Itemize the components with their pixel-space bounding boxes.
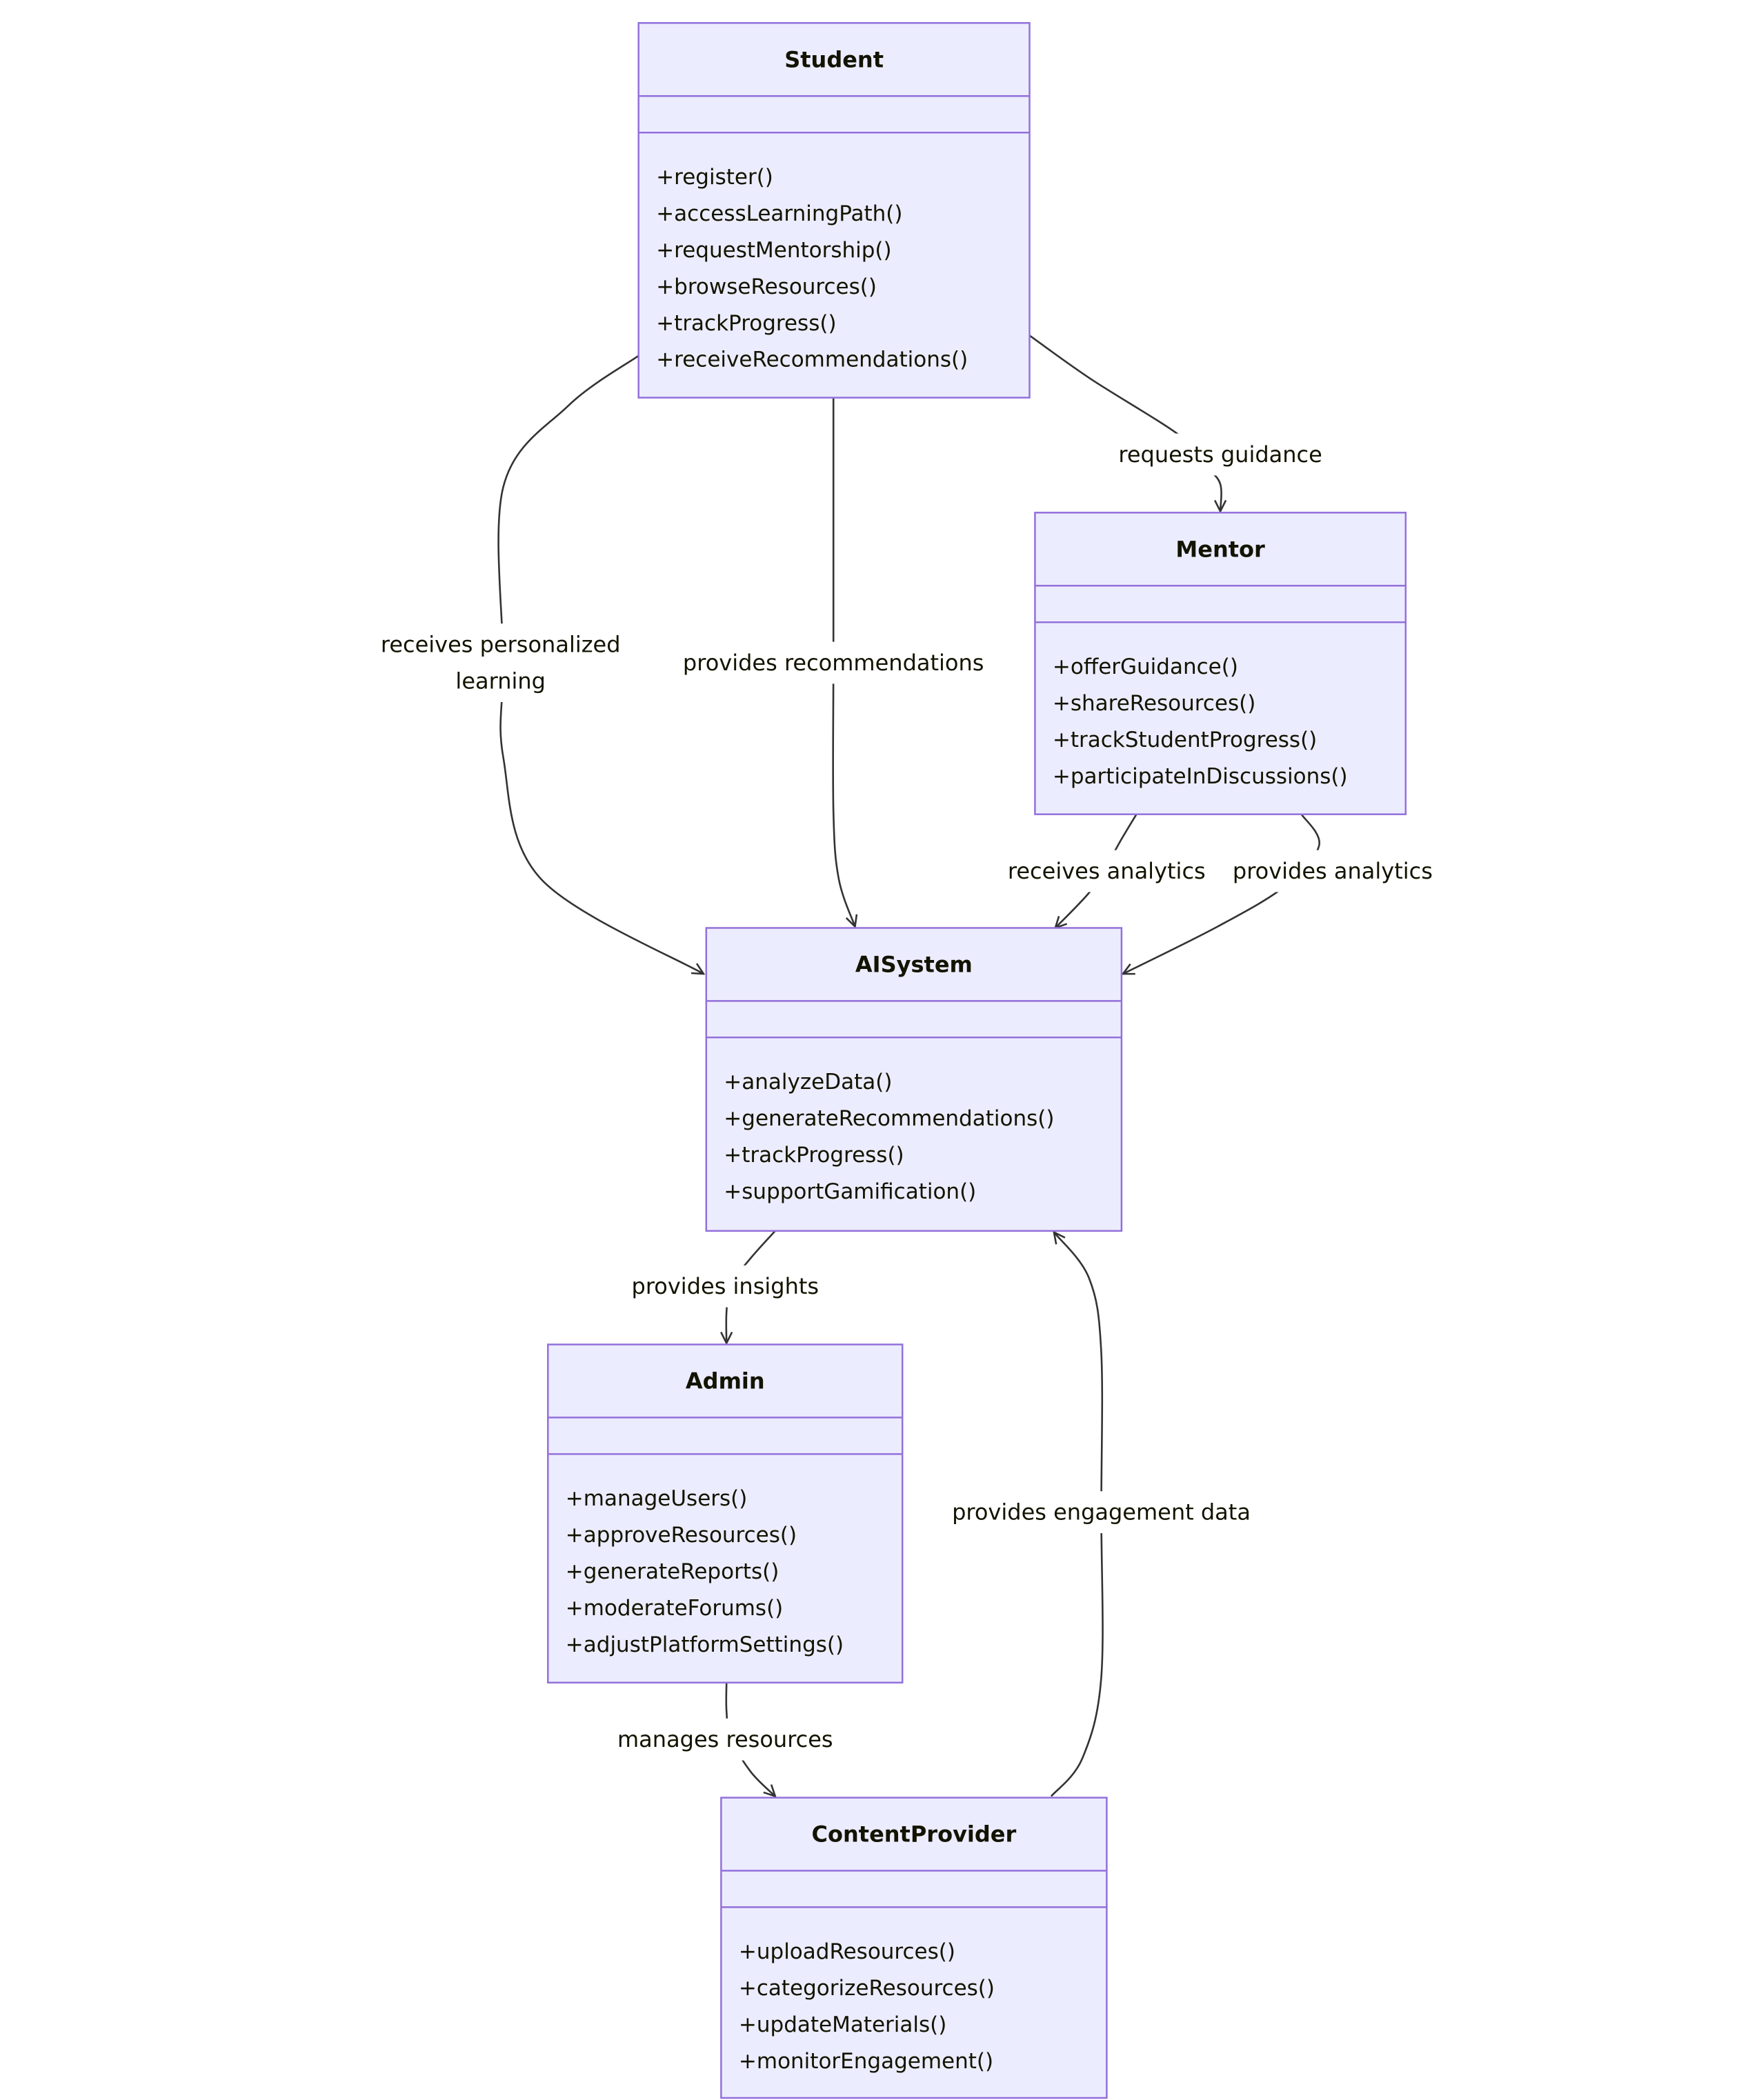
- relation-label-text: provides recommendations: [683, 650, 984, 676]
- relation-label-admin-contentprovider: manages resources: [617, 1718, 834, 1761]
- relation-label-background: [1005, 850, 1209, 892]
- relation-label-student-mentor: requests guidance: [1112, 433, 1329, 476]
- class-method: +shareResources(): [1053, 691, 1255, 716]
- class-admin: Admin +manageUsers() +approveResources() +g…: [547, 1343, 904, 1684]
- class-method: +register(): [656, 165, 773, 190]
- relation-label-text: learning: [455, 668, 546, 694]
- class-box: [1034, 512, 1407, 815]
- class-mentor: Mentor +offerGuidance() +shareResources() +…: [1034, 512, 1407, 815]
- relation-label-background: [617, 1718, 834, 1761]
- relation-student-mentor-arrow: [1028, 334, 1222, 511]
- class-box: [547, 1343, 904, 1684]
- class-method: +accessLearningPath(): [656, 201, 902, 226]
- relation-label-text: receives personalized: [381, 632, 621, 658]
- class-method: +requestMentorship(): [656, 238, 891, 263]
- class-box: [637, 22, 1031, 399]
- relation-label-background: [677, 641, 989, 684]
- class-method: +receiveRecommendations(): [656, 348, 968, 372]
- class-name: Admin: [686, 1368, 765, 1394]
- class-method: +moderateForums(): [566, 1596, 783, 1621]
- class-method: +uploadResources(): [739, 1939, 955, 1964]
- relation-label-student-aisystem-recommendations: provides recommendations: [677, 641, 989, 684]
- relation-label-mentor-aisystem-receives: receives analytics: [1005, 850, 1209, 892]
- class-method: +trackProgress(): [724, 1143, 904, 1168]
- relation-label-student-aisystem-personalized: receives personalized learning: [372, 623, 629, 702]
- class-aisystem: AISystem +analyzeData() +generateRecommend…: [705, 927, 1123, 1232]
- relation-label-background: [630, 1265, 820, 1308]
- class-student: Student +register() +accessLearningPath() +…: [637, 22, 1031, 399]
- relation-label-text: receives analytics: [1008, 858, 1206, 884]
- class-name: AISystem: [855, 951, 973, 977]
- class-method: +monitorEngagement(): [739, 2049, 993, 2074]
- class-box: [705, 927, 1123, 1232]
- class-contentprovider: ContentProvider +uploadResources() +catego…: [720, 1797, 1108, 2099]
- class-method: +supportGamification(): [724, 1179, 976, 1204]
- class-method: +generateReports(): [566, 1559, 779, 1584]
- class-method: +trackProgress(): [656, 311, 836, 336]
- relation-label-background: [952, 1491, 1251, 1534]
- class-method: +offerGuidance(): [1053, 654, 1238, 679]
- class-method: +updateMaterials(): [739, 2012, 946, 2037]
- class-method: +categorizeResources(): [739, 1976, 995, 2001]
- relation-label-text: provides engagement data: [952, 1499, 1251, 1526]
- relation-label-background: [372, 623, 629, 702]
- class-method: +adjustPlatformSettings(): [566, 1632, 844, 1657]
- class-method: +generateRecommendations(): [724, 1106, 1054, 1131]
- class-method: +analyzeData(): [724, 1070, 892, 1094]
- class-name: Student: [784, 46, 884, 72]
- relation-label-mentor-aisystem-provides: provides analytics: [1231, 850, 1434, 892]
- relation-label-text: requests guidance: [1118, 441, 1322, 468]
- relation-labels-layer: requests guidance receives personalized le…: [372, 433, 1434, 1761]
- relation-label-background: [1112, 433, 1329, 476]
- relation-label-contentprovider-aisystem: provides engagement data: [952, 1491, 1251, 1534]
- relation-mentor-aisystem-provides-arrow: [1123, 813, 1320, 974]
- relation-student-aisystem-recommendations-arrow: [832, 397, 855, 927]
- class-method: +approveResources(): [566, 1523, 797, 1548]
- class-name: Mentor: [1175, 536, 1265, 562]
- relation-label-text: manages resources: [617, 1726, 833, 1752]
- relation-label-background: [1231, 850, 1434, 892]
- class-box: [720, 1797, 1108, 2099]
- relation-label-text: provides insights: [632, 1273, 819, 1299]
- relation-label-aisystem-admin: provides insights: [630, 1265, 820, 1308]
- class-name: ContentProvider: [812, 1821, 1017, 1848]
- classes-layer: Student +register() +accessLearningPath() +…: [547, 22, 1407, 2099]
- relation-label-text: provides analytics: [1233, 858, 1433, 884]
- class-method: +trackStudentProgress(): [1053, 728, 1317, 752]
- class-method: +browseResources(): [656, 274, 877, 299]
- class-method: +manageUsers(): [566, 1486, 748, 1511]
- class-method: +participateInDiscussions(): [1053, 764, 1348, 789]
